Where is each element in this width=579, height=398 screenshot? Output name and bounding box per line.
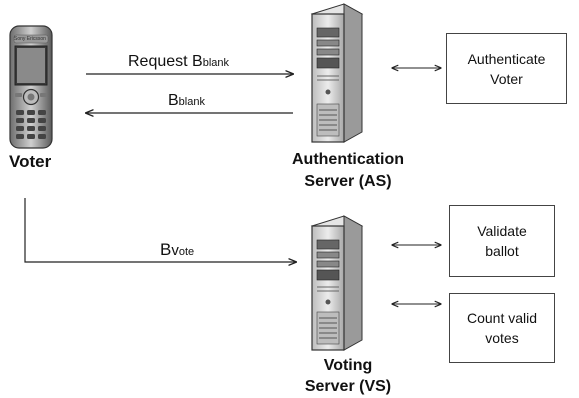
count-valid-votes-box: Count valid votes xyxy=(449,293,555,363)
validate-ballot-text: Validate ballot xyxy=(477,223,527,259)
count-valid-votes-text: Count valid votes xyxy=(466,310,538,346)
auth-server-name-line1: Authentication xyxy=(292,151,404,168)
request-label: Request Bblank xyxy=(128,53,229,71)
voting-server-name-line1: Voting xyxy=(323,357,373,374)
vote-label-v: v xyxy=(171,242,179,259)
voting-server-name-line2: Server (VS) xyxy=(304,378,392,395)
vote-label-sub: ote xyxy=(178,246,195,258)
voting-server-name: Voting Server (VS) xyxy=(278,355,418,397)
phone-brand-text: Sony Ericsson xyxy=(14,36,46,42)
vote-label: Bvote xyxy=(160,240,194,260)
authenticate-voter-box: Authenticate Voter xyxy=(446,33,567,104)
authentication-server-icon xyxy=(310,3,364,143)
validate-ballot-box: Validate ballot xyxy=(449,205,555,277)
auth-server-name-line2: Server (AS) xyxy=(304,173,392,190)
request-label-main: Request B xyxy=(128,53,203,70)
vote-arrow xyxy=(24,198,296,262)
phone-icon xyxy=(9,25,53,149)
voter-label: Voter xyxy=(9,152,52,171)
auth-server-name: Authentication Server (AS) xyxy=(278,149,418,193)
request-label-sub: blank xyxy=(202,57,230,69)
response-label-sub: blank xyxy=(178,96,205,108)
voting-server-icon xyxy=(310,215,364,351)
vote-label-main: B xyxy=(160,240,172,259)
response-label: Bblank xyxy=(168,92,205,110)
response-label-main: B xyxy=(168,92,179,109)
authenticate-voter-text: Authenticate Voter xyxy=(467,50,546,87)
